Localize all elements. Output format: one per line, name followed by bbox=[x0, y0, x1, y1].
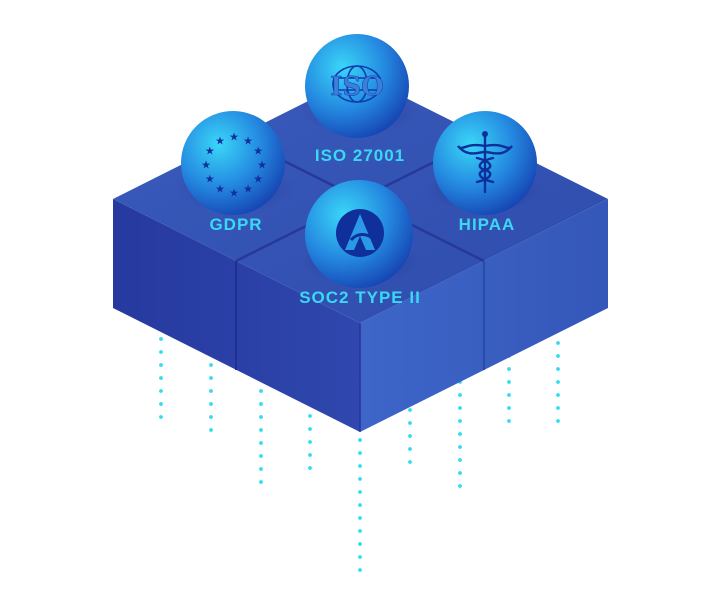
data-dot bbox=[556, 419, 560, 423]
iso-sphere bbox=[305, 34, 409, 138]
data-dot bbox=[159, 350, 163, 354]
iso-label: ISO 27001 bbox=[315, 146, 405, 165]
data-dot bbox=[358, 477, 362, 481]
data-dot bbox=[358, 464, 362, 468]
data-dot bbox=[259, 480, 263, 484]
data-dot bbox=[556, 393, 560, 397]
data-dot bbox=[507, 419, 511, 423]
data-dot bbox=[159, 389, 163, 393]
data-dot bbox=[209, 376, 213, 380]
hipaa-badge: HIPAA bbox=[433, 111, 537, 234]
data-dot bbox=[159, 402, 163, 406]
caduceus-icon bbox=[457, 131, 513, 194]
data-dot bbox=[458, 471, 462, 475]
data-dot bbox=[507, 393, 511, 397]
eu-star-icon: ★ bbox=[253, 146, 263, 158]
data-dot bbox=[259, 441, 263, 445]
data-dot bbox=[209, 389, 213, 393]
soc2-type-ii-badge: SOC2 TYPE II bbox=[299, 180, 421, 307]
eu-star-icon: ★ bbox=[215, 184, 225, 196]
soc2-label: SOC2 TYPE II bbox=[299, 288, 421, 307]
data-dot bbox=[458, 419, 462, 423]
data-dot bbox=[308, 466, 312, 470]
data-dot bbox=[458, 406, 462, 410]
data-dot bbox=[408, 447, 412, 451]
data-dot bbox=[308, 427, 312, 431]
data-dot bbox=[259, 467, 263, 471]
data-dot bbox=[507, 406, 511, 410]
data-dot bbox=[358, 516, 362, 520]
gdpr-label: GDPR bbox=[209, 215, 262, 234]
data-dot bbox=[408, 434, 412, 438]
data-dot bbox=[159, 363, 163, 367]
data-dot bbox=[358, 438, 362, 442]
data-dot bbox=[159, 415, 163, 419]
data-dot bbox=[458, 484, 462, 488]
data-dot bbox=[259, 415, 263, 419]
data-dot bbox=[308, 453, 312, 457]
data-dot bbox=[458, 445, 462, 449]
iso-emblem-text: ISO bbox=[330, 72, 384, 102]
data-dot bbox=[308, 440, 312, 444]
data-dot bbox=[458, 393, 462, 397]
data-dot bbox=[159, 337, 163, 341]
data-dot bbox=[458, 458, 462, 462]
data-dot bbox=[556, 367, 560, 371]
data-dot bbox=[358, 503, 362, 507]
aicpa-icon bbox=[336, 209, 384, 257]
data-dot bbox=[259, 402, 263, 406]
gdpr-badge: ★★★★★★★★★★★★ GDPR bbox=[181, 111, 285, 234]
data-dot bbox=[209, 363, 213, 367]
eu-star-icon: ★ bbox=[205, 146, 215, 158]
eu-star-icon: ★ bbox=[243, 184, 253, 196]
data-dot bbox=[458, 432, 462, 436]
eu-star-icon: ★ bbox=[243, 135, 253, 147]
data-dot bbox=[556, 406, 560, 410]
data-dot bbox=[358, 542, 362, 546]
eu-star-icon: ★ bbox=[253, 174, 263, 186]
data-dot bbox=[358, 529, 362, 533]
eu-star-icon: ★ bbox=[229, 132, 239, 144]
data-dot bbox=[209, 428, 213, 432]
data-dot bbox=[308, 414, 312, 418]
data-dot bbox=[159, 376, 163, 380]
iso-27001-badge: ISO ISO 27001 bbox=[305, 34, 409, 165]
eu-star-icon: ★ bbox=[215, 135, 225, 147]
data-dot bbox=[408, 460, 412, 464]
data-dot bbox=[259, 454, 263, 458]
eu-star-icon: ★ bbox=[257, 160, 267, 172]
data-dot bbox=[209, 415, 213, 419]
hipaa-label: HIPAA bbox=[459, 215, 516, 234]
eu-star-icon: ★ bbox=[229, 188, 239, 200]
eu-stars-icon: ★★★★★★★★★★★★ bbox=[201, 132, 267, 200]
data-dot bbox=[408, 421, 412, 425]
data-dot bbox=[556, 380, 560, 384]
data-dot bbox=[556, 354, 560, 358]
data-dot bbox=[358, 568, 362, 572]
data-dot bbox=[358, 555, 362, 559]
iso-globe-icon bbox=[332, 65, 382, 103]
data-dot bbox=[358, 451, 362, 455]
data-dot bbox=[507, 367, 511, 371]
gdpr-sphere bbox=[181, 111, 285, 215]
data-dot bbox=[259, 428, 263, 432]
data-dot bbox=[259, 389, 263, 393]
data-dot bbox=[358, 490, 362, 494]
data-dot bbox=[408, 408, 412, 412]
data-dot bbox=[209, 402, 213, 406]
data-dot bbox=[556, 341, 560, 345]
data-dot bbox=[507, 380, 511, 384]
eu-star-icon: ★ bbox=[201, 160, 211, 172]
eu-star-icon: ★ bbox=[205, 174, 215, 186]
